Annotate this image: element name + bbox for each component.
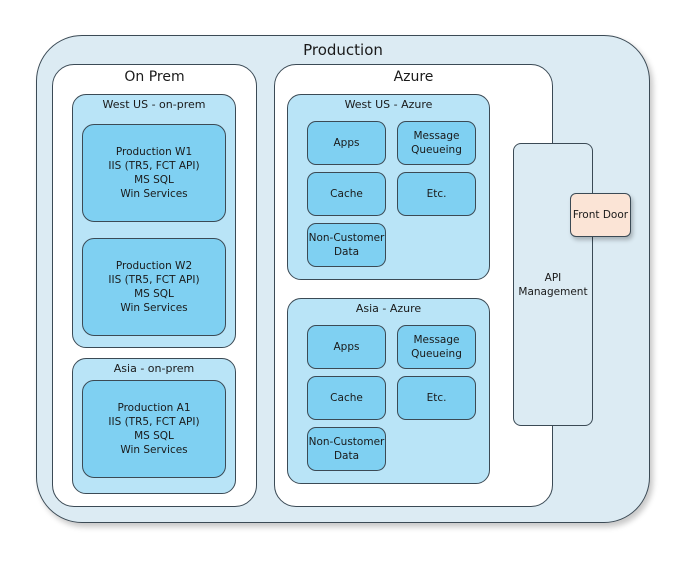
west-us-azure-message-queueing: Message Queueing [397, 121, 476, 165]
west-us-azure-title: West US - Azure [344, 98, 433, 111]
asia-azure-title: Asia - Azure [355, 302, 422, 315]
asia-azure-etc: Etc. [397, 376, 476, 420]
asia-azure-non-customer-data: Non-Customer Data [307, 427, 386, 471]
asia-on-prem-title: Asia - on-prem [113, 362, 195, 375]
azure-title: Azure [393, 69, 434, 85]
asia-azure-cache: Cache [307, 376, 386, 420]
server-production-w1: Production W1 IIS (TR5, FCT API) MS SQL … [82, 124, 226, 222]
asia-azure-apps: Apps [307, 325, 386, 369]
west-us-on-prem-title: West US - on-prem [102, 98, 206, 111]
server-production-a1: Production A1 IIS (TR5, FCT API) MS SQL … [82, 380, 226, 478]
front-door: Front Door [570, 193, 631, 237]
on-prem-title: On Prem [124, 69, 185, 85]
west-us-azure-etc: Etc. [397, 172, 476, 216]
asia-azure-message-queueing: Message Queueing [397, 325, 476, 369]
west-us-azure-cache: Cache [307, 172, 386, 216]
server-production-w2: Production W2 IIS (TR5, FCT API) MS SQL … [82, 238, 226, 336]
west-us-azure-non-customer-data: Non-Customer Data [307, 223, 386, 267]
api-management: API Management [513, 143, 593, 426]
west-us-azure-apps: Apps [307, 121, 386, 165]
production-title: Production [303, 41, 383, 59]
